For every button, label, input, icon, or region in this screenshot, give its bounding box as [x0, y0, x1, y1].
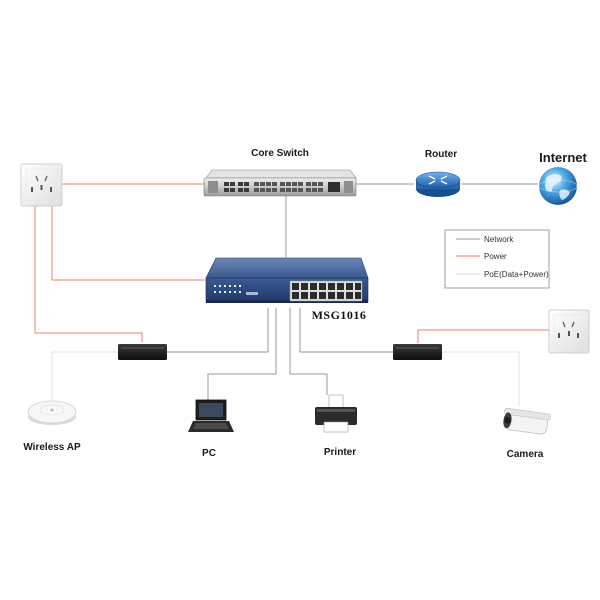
connection-lines [34, 183, 549, 406]
router-icon [415, 171, 461, 197]
wireless-ap-label: Wireless AP [23, 442, 81, 453]
printer-icon [315, 394, 357, 433]
power-line-outlet-to-ap-adapter [34, 206, 143, 342]
access-point-icon [27, 400, 77, 425]
poe-line-adapter-to-ap [51, 351, 118, 400]
network-line-switch-to-printer [289, 308, 328, 395]
pc-label: PC [202, 448, 216, 459]
printer-label: Printer [324, 447, 356, 458]
legend-power-label: Power [484, 252, 507, 261]
power-adapter-icon-right [393, 344, 442, 360]
internet-label: Internet [539, 150, 587, 165]
legend: Network Power PoE(Data+Power) [444, 229, 550, 289]
switch-model-label: MSG1016 [312, 308, 367, 322]
network-line-switch-to-ap-adapter [167, 308, 269, 353]
core-switch-label: Core Switch [251, 148, 309, 159]
power-line-outlet-to-switch [51, 206, 205, 281]
poe-switch-icon [205, 257, 369, 303]
laptop-icon [188, 399, 234, 432]
power-outlet-icon-right [548, 309, 590, 354]
power-outlet-icon-top-left [20, 163, 63, 207]
network-line-switch-to-camera-adapter [299, 308, 393, 353]
legend-poe-label: PoE(Data+Power) [484, 270, 549, 279]
network-line-switch-to-pc [207, 308, 277, 400]
core-switch-icon [203, 169, 357, 197]
legend-network-label: Network [484, 235, 514, 244]
camera-icon [503, 407, 551, 435]
power-line-outlet-to-camera-adapter [417, 329, 549, 343]
poe-line-adapter-to-camera [442, 351, 520, 406]
router-label: Router [425, 149, 457, 160]
globe-icon [538, 167, 578, 205]
power-adapter-icon-left [118, 344, 167, 360]
camera-label: Camera [507, 449, 544, 460]
